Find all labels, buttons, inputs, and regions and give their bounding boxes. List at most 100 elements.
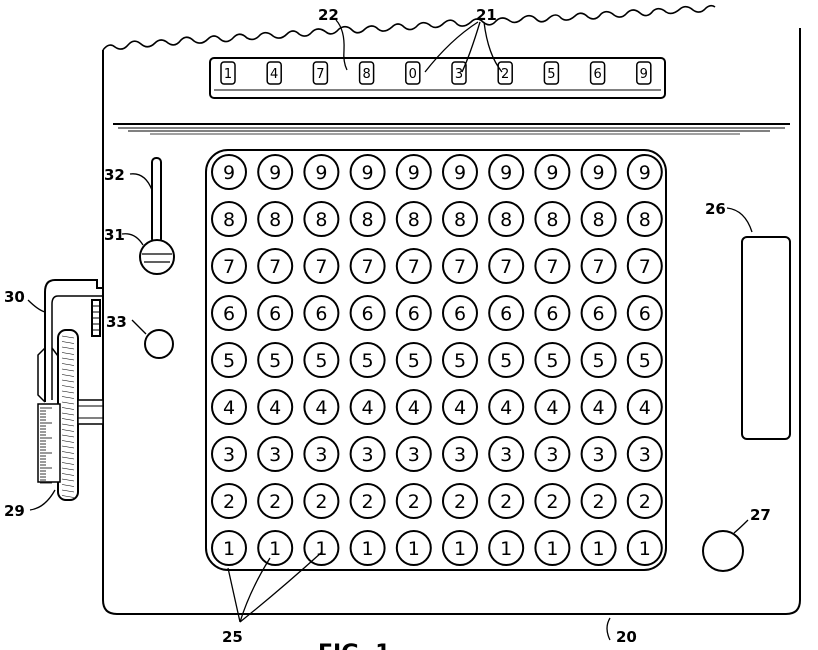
key-5[interactable]: 5 [257, 342, 294, 378]
key-5[interactable]: 5 [580, 342, 617, 378]
key-6[interactable]: 6 [395, 295, 432, 331]
key-1[interactable]: 1 [580, 530, 617, 566]
figure-caption: FIG. 1 [318, 641, 391, 650]
key-2[interactable]: 2 [349, 483, 386, 519]
result-window[interactable] [741, 236, 791, 440]
key-5[interactable]: 5 [303, 342, 340, 378]
display-digit: 6 [593, 67, 601, 82]
key-9[interactable]: 9 [488, 154, 525, 190]
key-3[interactable]: 3 [534, 436, 571, 472]
key-6[interactable]: 6 [303, 295, 340, 331]
key-8[interactable]: 8 [211, 201, 247, 237]
key-8[interactable]: 8 [534, 201, 571, 237]
key-5[interactable]: 5 [534, 342, 571, 378]
key-2[interactable]: 2 [257, 483, 294, 519]
key-3[interactable]: 3 [442, 436, 478, 472]
crank-tick [61, 418, 75, 421]
key-5[interactable]: 5 [488, 342, 525, 378]
key-7[interactable]: 7 [626, 248, 663, 284]
key-8[interactable]: 8 [257, 201, 294, 237]
key-3[interactable]: 3 [488, 436, 525, 472]
key-8[interactable]: 8 [395, 201, 432, 237]
key-6[interactable]: 6 [211, 295, 247, 331]
key-9[interactable]: 9 [442, 154, 478, 190]
key-7[interactable]: 7 [211, 248, 247, 284]
key-3[interactable]: 3 [349, 436, 386, 472]
key-9[interactable]: 9 [580, 154, 617, 190]
key-4[interactable]: 4 [257, 389, 294, 425]
key-3[interactable]: 3 [395, 436, 432, 472]
key-7[interactable]: 7 [580, 248, 617, 284]
key-7[interactable]: 7 [349, 248, 386, 284]
key-digit: 2 [269, 491, 281, 513]
key-3[interactable]: 3 [303, 436, 340, 472]
key-7[interactable]: 7 [257, 248, 294, 284]
key-5[interactable]: 5 [395, 342, 432, 378]
key-7[interactable]: 7 [534, 248, 571, 284]
crank-mechanism[interactable] [37, 279, 104, 501]
key-8[interactable]: 8 [349, 201, 386, 237]
key-8[interactable]: 8 [303, 201, 340, 237]
key-4[interactable]: 4 [534, 389, 571, 425]
key-9[interactable]: 9 [395, 154, 432, 190]
key-7[interactable]: 7 [303, 248, 340, 284]
key-2[interactable]: 2 [580, 483, 617, 519]
key-2[interactable]: 2 [442, 483, 478, 519]
display-wheel: 0 [405, 61, 421, 85]
key-2[interactable]: 2 [303, 483, 340, 519]
key-4[interactable]: 4 [442, 389, 478, 425]
key-7[interactable]: 7 [488, 248, 525, 284]
key-1[interactable]: 1 [488, 530, 525, 566]
key-1[interactable]: 1 [211, 530, 247, 566]
key-8[interactable]: 8 [580, 201, 617, 237]
key-4[interactable]: 4 [488, 389, 525, 425]
key-3[interactable]: 3 [580, 436, 617, 472]
key-3[interactable]: 3 [211, 436, 247, 472]
key-8[interactable]: 8 [626, 201, 663, 237]
key-9[interactable]: 9 [303, 154, 340, 190]
key-2[interactable]: 2 [626, 483, 663, 519]
key-5[interactable]: 5 [626, 342, 663, 378]
key-2[interactable]: 2 [395, 483, 432, 519]
key-6[interactable]: 6 [626, 295, 663, 331]
key-8[interactable]: 8 [442, 201, 478, 237]
key-1[interactable]: 1 [395, 530, 432, 566]
key-1[interactable]: 1 [442, 530, 478, 566]
key-4[interactable]: 4 [349, 389, 386, 425]
key-6[interactable]: 6 [349, 295, 386, 331]
key-9[interactable]: 9 [534, 154, 571, 190]
key-9[interactable]: 9 [211, 154, 247, 190]
key-6[interactable]: 6 [580, 295, 617, 331]
key-3[interactable]: 3 [626, 436, 663, 472]
key-6[interactable]: 6 [442, 295, 478, 331]
key-8[interactable]: 8 [488, 201, 525, 237]
key-4[interactable]: 4 [211, 389, 247, 425]
clear-button[interactable] [702, 530, 744, 572]
key-4[interactable]: 4 [626, 389, 663, 425]
lever[interactable] [139, 157, 175, 275]
key-1[interactable]: 1 [626, 530, 663, 566]
key-1[interactable]: 1 [349, 530, 386, 566]
key-1[interactable]: 1 [534, 530, 571, 566]
key-7[interactable]: 7 [395, 248, 432, 284]
key-5[interactable]: 5 [442, 342, 478, 378]
key-6[interactable]: 6 [488, 295, 525, 331]
key-5[interactable]: 5 [349, 342, 386, 378]
key-9[interactable]: 9 [257, 154, 294, 190]
key-7[interactable]: 7 [442, 248, 478, 284]
key-2[interactable]: 2 [534, 483, 571, 519]
side-button[interactable] [144, 329, 174, 359]
key-6[interactable]: 6 [534, 295, 571, 331]
key-9[interactable]: 9 [626, 154, 663, 190]
key-9[interactable]: 9 [349, 154, 386, 190]
key-3[interactable]: 3 [257, 436, 294, 472]
key-4[interactable]: 4 [580, 389, 617, 425]
key-4[interactable]: 4 [303, 389, 340, 425]
key-6[interactable]: 6 [257, 295, 294, 331]
key-2[interactable]: 2 [488, 483, 525, 519]
key-1[interactable]: 1 [303, 530, 340, 566]
key-5[interactable]: 5 [211, 342, 247, 378]
key-4[interactable]: 4 [395, 389, 432, 425]
key-1[interactable]: 1 [257, 530, 294, 566]
key-2[interactable]: 2 [211, 483, 247, 519]
